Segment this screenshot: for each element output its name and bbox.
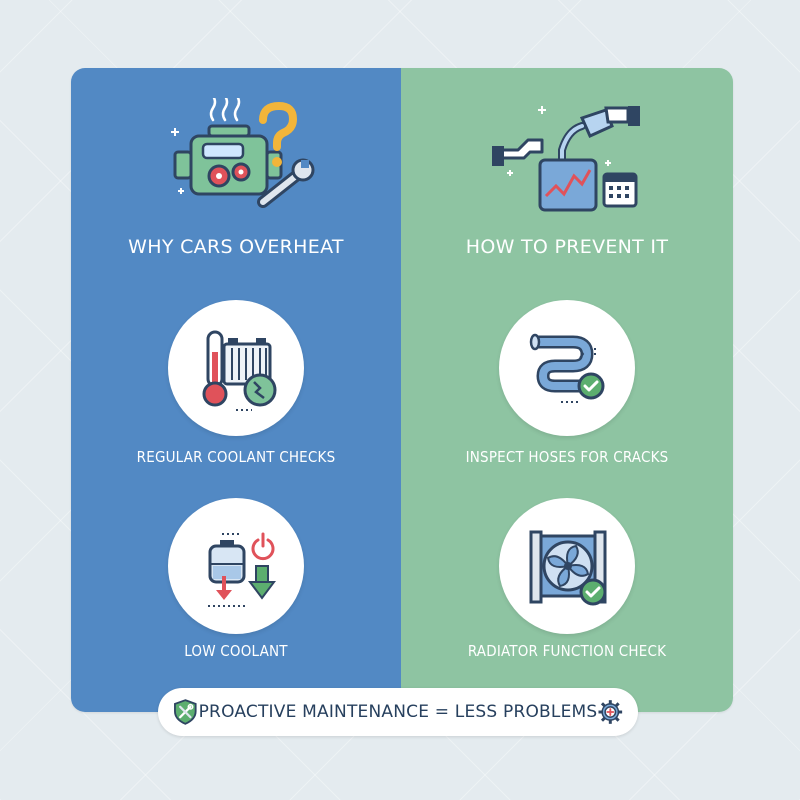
right-item-1-label: INSPECT HOSES FOR CRACKS bbox=[465, 448, 669, 466]
right-item-2-label: RADIATOR FUNCTION CHECK bbox=[467, 642, 667, 660]
coolant-pour-calendar-icon bbox=[492, 106, 640, 212]
radiator-fan-check-circle bbox=[499, 498, 635, 634]
thermometer-radiator-circle bbox=[168, 300, 304, 436]
left-column: WHY CARS OVERHEAT bbox=[71, 68, 401, 712]
gear-plus-icon bbox=[598, 700, 623, 724]
left-item-2-label: LOW COOLANT bbox=[184, 642, 288, 660]
hose-check-circle bbox=[499, 300, 635, 436]
left-item-1-label: REGULAR COOLANT CHECKS bbox=[136, 448, 336, 466]
right-column: HOW TO PREVENT IT INSPECT HOSES FOR CRAC… bbox=[401, 68, 733, 712]
radiator-fan-check-icon bbox=[529, 530, 607, 606]
hose-check-icon bbox=[529, 333, 605, 403]
engine-question-wrench-icon bbox=[171, 98, 315, 208]
shield-tools-icon bbox=[174, 699, 197, 725]
maintenance-banner: PROACTIVE MAINTENANCE = LESS PROBLEMS bbox=[158, 688, 638, 736]
coolant-reservoir-circle bbox=[168, 498, 304, 634]
thermometer-radiator-icon bbox=[202, 330, 277, 411]
infographic-card: WHY CARS OVERHEAT bbox=[71, 68, 733, 712]
coolant-reservoir-icon bbox=[208, 532, 276, 607]
banner-text: PROACTIVE MAINTENANCE = LESS PROBLEMS bbox=[198, 702, 598, 722]
left-heading: WHY CARS OVERHEAT bbox=[128, 236, 344, 258]
right-heading: HOW TO PREVENT IT bbox=[465, 236, 669, 258]
